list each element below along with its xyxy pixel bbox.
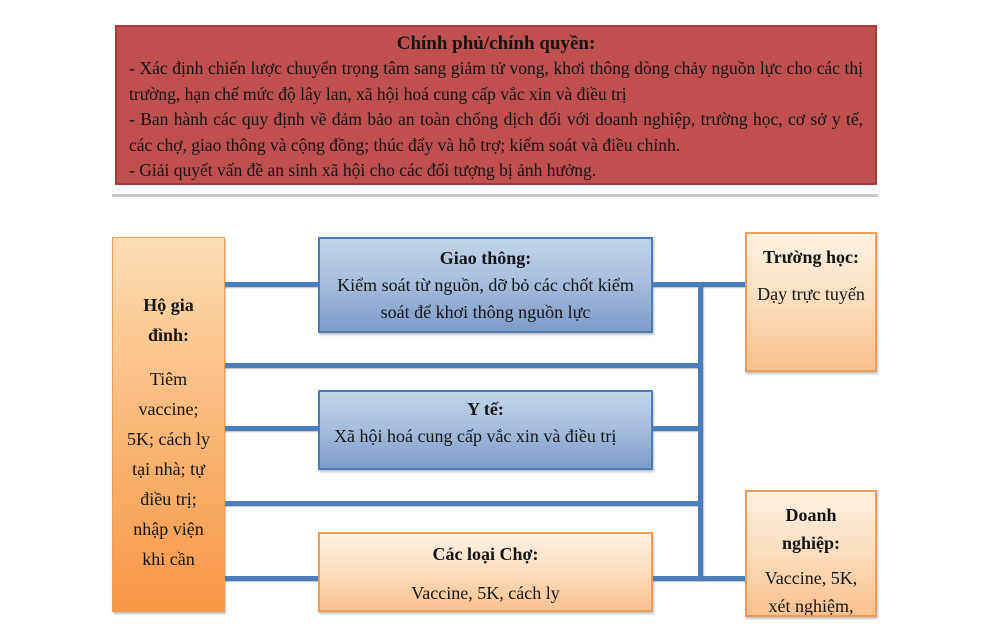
household-box-body: Tiêm vaccine; 5K; cách ly tại nhà; tự đi… [127,369,210,569]
school-box-body: Dạy trực tuyến [757,284,865,304]
household-box: Hộ gia đình: Tiêm vaccine; 5K; cách ly t… [112,237,225,612]
transport-box-body: Kiểm soát từ nguồn, dỡ bỏ các chốt kiểm … [337,275,634,322]
connector-household-transport [223,282,320,287]
connector-household-trunk-upper [223,363,703,368]
connector-health-trunk [651,426,703,431]
connector-trunk-vertical [698,282,703,581]
connector-household-trunk-lower [223,501,703,506]
government-box-item-1: - Xác định chiến lược chuyển trọng tâm s… [129,58,863,104]
section-divider [112,194,878,197]
government-box-title: Chính phủ/chính quyền: [396,33,596,54]
market-box: Các loại Chợ: Vaccine, 5K, cách ly [318,532,653,612]
health-box-body: Xã hội hoá cung cấp vắc xin và điều trị [334,426,617,446]
business-box-title: Doanh nghiệp: [781,505,841,553]
household-box-title: Hộ gia đình: [143,295,194,345]
government-box-item-2: - Ban hành các quy định về đảm bảo an to… [129,109,863,155]
market-box-body: Vaccine, 5K, cách ly [411,583,560,603]
transport-box-title: Giao thông: [439,248,532,268]
health-box-title: Y tế: [467,399,504,419]
market-box-title: Các loại Chợ: [432,544,539,564]
school-box: Trường học: Dạy trực tuyến [745,232,877,372]
school-box-title: Trường học: [763,247,859,267]
government-box-item-3: - Giải quyết vấn đề an sinh xã hội cho c… [129,160,597,180]
health-box: Y tế: Xã hội hoá cung cấp vắc xin và điề… [318,390,653,470]
connector-household-health [223,426,320,431]
business-box: Doanh nghiệp: Vaccine, 5K, xét nghiệm, [745,490,877,617]
transport-box: Giao thông: Kiểm soát từ nguồn, dỡ bỏ cá… [318,237,653,333]
connector-household-market [223,576,320,581]
business-box-body: Vaccine, 5K, xét nghiệm, [764,568,858,616]
government-box: Chính phủ/chính quyền: - Xác định chiến … [115,25,877,185]
